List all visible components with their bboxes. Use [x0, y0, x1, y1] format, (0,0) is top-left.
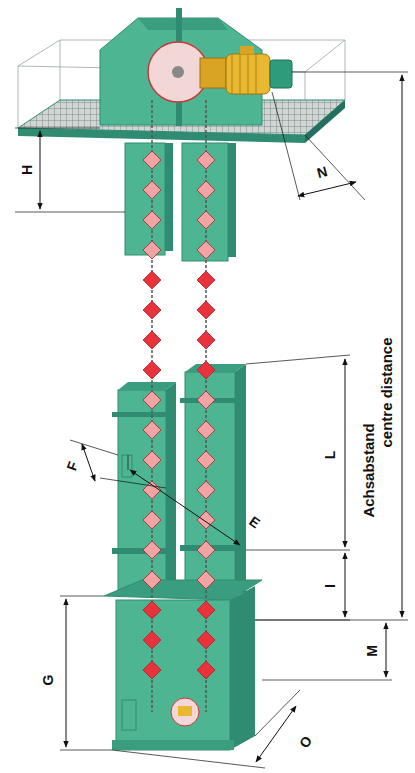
dimension-label: E — [247, 514, 263, 531]
bucket — [197, 661, 215, 679]
dimension-label: O — [296, 734, 314, 751]
dimension-label: M — [365, 645, 379, 657]
bucket — [143, 271, 161, 289]
chain-and-buckets — [143, 100, 215, 712]
bucket — [143, 391, 161, 409]
bucket — [143, 451, 161, 469]
bucket — [197, 601, 215, 619]
dimension-label: centre distance — [378, 337, 393, 447]
bucket — [143, 211, 161, 229]
bucket — [143, 181, 161, 199]
bucket — [197, 571, 215, 589]
bucket — [143, 151, 161, 169]
bucket — [197, 481, 215, 499]
bucket — [197, 181, 215, 199]
bucket — [143, 601, 161, 619]
bucket — [143, 511, 161, 529]
dimension-label: G — [41, 675, 55, 686]
bucket — [143, 331, 161, 349]
bucket — [197, 421, 215, 439]
bucket — [197, 391, 215, 409]
bucket — [197, 631, 215, 649]
dimension-lines — [15, 72, 408, 768]
bucket — [143, 481, 161, 499]
bucket — [143, 631, 161, 649]
dimension-label: I — [323, 584, 337, 588]
dimension-label: N — [315, 164, 328, 180]
bucket — [143, 361, 161, 379]
dimension-label: L — [323, 451, 337, 460]
casing-columns — [112, 364, 246, 595]
bucket — [143, 541, 161, 559]
bucket — [197, 301, 215, 319]
dimension-label: F — [64, 460, 80, 473]
bucket — [197, 451, 215, 469]
bucket — [143, 241, 161, 259]
dimension-label: Achsabstand — [360, 423, 375, 517]
bucket — [197, 241, 215, 259]
bucket — [197, 361, 215, 379]
bucket — [143, 571, 161, 589]
bucket — [143, 301, 161, 319]
bucket — [197, 331, 215, 349]
boot — [104, 580, 262, 750]
bucket — [197, 211, 215, 229]
bucket — [143, 661, 161, 679]
upper-legs — [125, 143, 236, 261]
drive-motor — [200, 46, 292, 94]
dimension-label: H — [20, 165, 34, 175]
bucket — [197, 271, 215, 289]
bucket — [197, 151, 215, 169]
bucket — [143, 421, 161, 439]
bucket — [197, 541, 215, 559]
